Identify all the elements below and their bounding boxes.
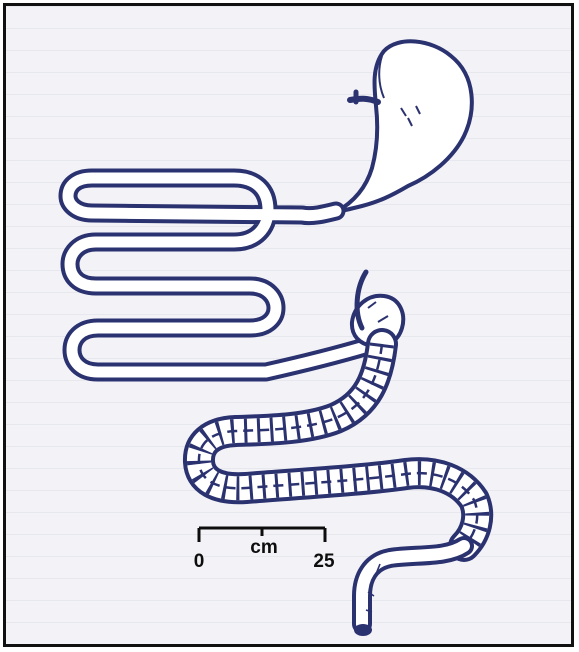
scale-start-label: 0 [194, 551, 205, 572]
small-intestine-icon [68, 178, 368, 372]
scale-unit-label: cm [250, 537, 277, 558]
scale-end-label: 25 [313, 551, 335, 572]
scale-bar: 0 cm 25 [194, 528, 335, 572]
figure-frame: 0 cm 25 [3, 3, 574, 647]
stomach-icon [336, 41, 472, 212]
digestive-tract-diagram: 0 cm 25 [6, 6, 571, 644]
rectum-icon [354, 546, 464, 636]
